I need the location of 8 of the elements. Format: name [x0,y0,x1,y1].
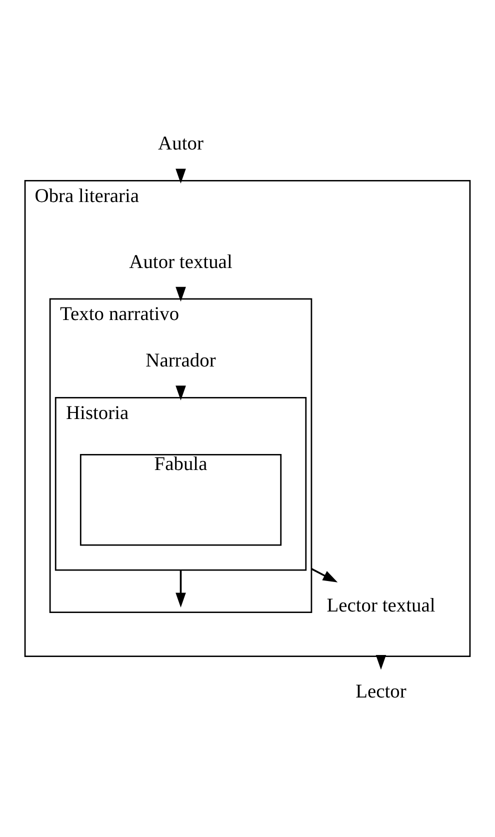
node-text: Autor [158,134,204,155]
node-text: Lector textual [326,595,436,616]
node-text: Narrador [146,350,216,372]
node-box: Fabula [80,454,282,546]
node-text: Autor textual [129,252,232,273]
node-text: Lector [356,682,406,703]
arrow [176,570,186,608]
arrow [311,568,338,582]
